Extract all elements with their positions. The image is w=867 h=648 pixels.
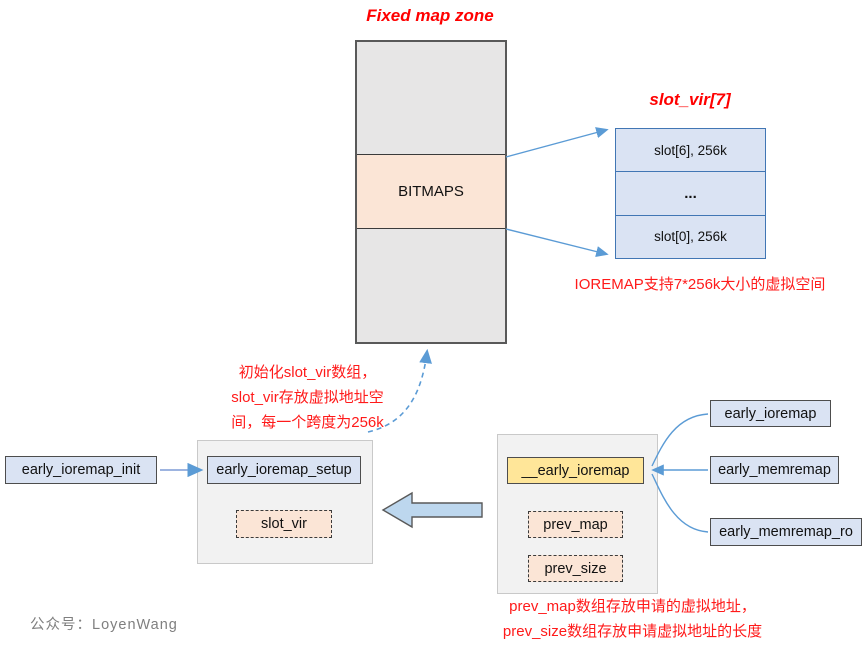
prev-map-box: prev_map [528, 511, 623, 538]
prev-note-line1: prev_map数组存放申请的虚拟地址， [509, 598, 756, 615]
prev-map-size-note: prev_map数组存放申请的虚拟地址， prev_size数组存放申请虚拟地址… [455, 594, 810, 644]
slot-row-6: slot[6], 256k [616, 129, 765, 173]
slot-vir-box: slot_vir [236, 510, 332, 538]
arrow-bitmaps-to-slot-top [505, 127, 609, 158]
slot-vir-array-title: slot_vir[7] [649, 90, 731, 109]
slot-row-ellipsis: ... [616, 172, 765, 216]
prev-note-line2: prev_size数组存放申请虚拟地址的长度 [502, 623, 763, 640]
arrow-bitmaps-to-slot-bottom [505, 228, 609, 258]
slot-vir-stack: slot[6], 256k ... slot[0], 256k [615, 128, 766, 259]
init-note-line2: slot_vir存放虚拟地址空 [231, 389, 384, 406]
slot-row-0: slot[0], 256k [654, 229, 727, 245]
early-memremap-ro-caller-box: early_memremap_ro [710, 518, 862, 546]
init-slot-vir-note: 初始化slot_vir数组， slot_vir存放虚拟地址空 间，每一个跨度为2… [185, 360, 430, 435]
arrow-memremap-ro-to-internal [651, 473, 709, 533]
early-ioremap-caller-box: early_ioremap [710, 400, 831, 427]
init-note-line1: 初始化slot_vir数组， [238, 364, 377, 381]
ioremap-capacity-note: IOREMAP支持7*256k大小的虚拟空间 [574, 276, 826, 293]
init-note-line3: 间，每一个跨度为256k [231, 414, 384, 431]
prev-size-box: prev_size [528, 555, 623, 582]
block-arrow-right-to-left [381, 491, 483, 529]
bitmaps-section: BITMAPS [357, 154, 505, 229]
watermark-text: 公众号：LoyenWang [30, 617, 178, 633]
early-ioremap-init-box: early_ioremap_init [5, 456, 157, 484]
fixed-map-zone-rect: BITMAPS [355, 40, 507, 344]
early-ioremap-internal-box: __early_ioremap [507, 457, 644, 484]
arrow-ioremap-to-internal [651, 413, 709, 467]
early-ioremap-setup-box: early_ioremap_setup [207, 456, 361, 484]
early-memremap-caller-box: early_memremap [710, 456, 839, 484]
fixed-map-zone-title: Fixed map zone [366, 6, 494, 25]
